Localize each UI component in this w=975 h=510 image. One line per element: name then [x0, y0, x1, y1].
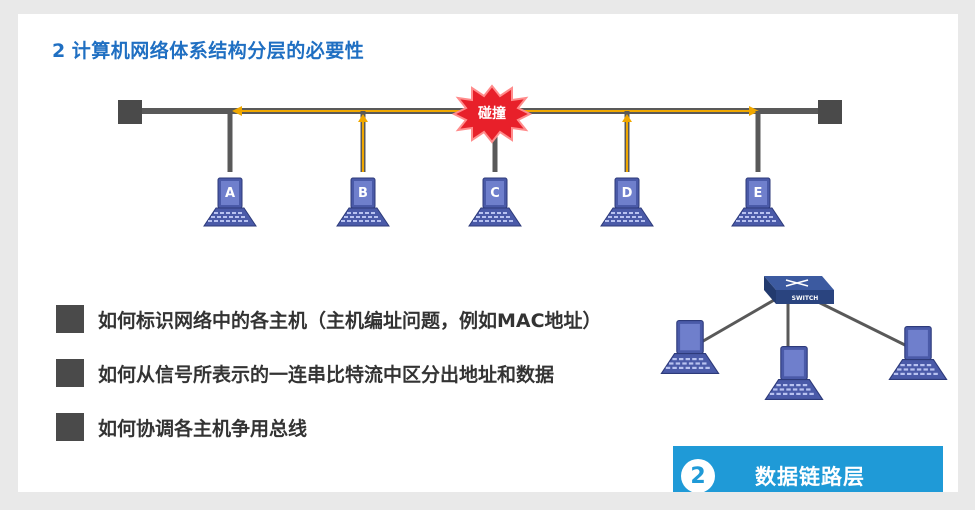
switch-laptop-right-icon — [888, 326, 948, 380]
signal-arrow-d — [622, 114, 632, 122]
network-diagram: 碰撞 A B C D E SWITCH — [118, 84, 948, 400]
layer-badge: 2 数据链路层 — [673, 446, 943, 492]
bullet-item: 如何标识网络中的各主机（主机编址问题，例如MAC地址） — [56, 304, 602, 334]
bullet-item: 如何从信号所表示的一连串比特流中区分出地址和数据 — [56, 358, 602, 388]
host-label-c: C — [490, 186, 500, 201]
bullet-square-icon — [56, 359, 84, 387]
host-label-e: E — [754, 186, 763, 201]
switch-link-left — [697, 290, 789, 346]
layer-label: 数据链路层 — [755, 465, 865, 489]
switch-laptop-left-icon — [660, 320, 720, 374]
signal-arrow-b — [358, 114, 368, 122]
host-label-a: A — [225, 186, 235, 201]
bullet-text: 如何标识网络中的各主机（主机编址问题，例如MAC地址） — [98, 309, 602, 332]
bullet-text: 如何协调各主机争用总线 — [98, 417, 308, 440]
collision-burst-icon — [451, 84, 533, 144]
bus-terminator-left — [118, 100, 142, 124]
layer-number: 2 — [681, 459, 715, 492]
bus-terminator-right — [818, 100, 842, 124]
bullet-square-icon — [56, 305, 84, 333]
switch-laptop-middle-icon — [764, 346, 824, 400]
switch-icon: SWITCH — [764, 276, 834, 304]
signal-arrow-left — [232, 106, 242, 116]
bullet-list: 如何标识网络中的各主机（主机编址问题，例如MAC地址） 如何从信号所表示的一连串… — [56, 304, 602, 466]
bullet-item: 如何协调各主机争用总线 — [56, 412, 602, 442]
host-label-b: B — [358, 186, 368, 201]
signal-arrow-right — [749, 106, 759, 116]
bullet-text: 如何从信号所表示的一连串比特流中区分出地址和数据 — [98, 363, 555, 386]
title-text: 计算机网络体系结构分层的必要性 — [71, 40, 365, 62]
switch-label: SWITCH — [792, 295, 819, 302]
bullet-square-icon — [56, 413, 84, 441]
collision-label: 碰撞 — [478, 105, 506, 122]
host-label-d: D — [622, 186, 633, 201]
title-number: 2 — [52, 40, 66, 62]
